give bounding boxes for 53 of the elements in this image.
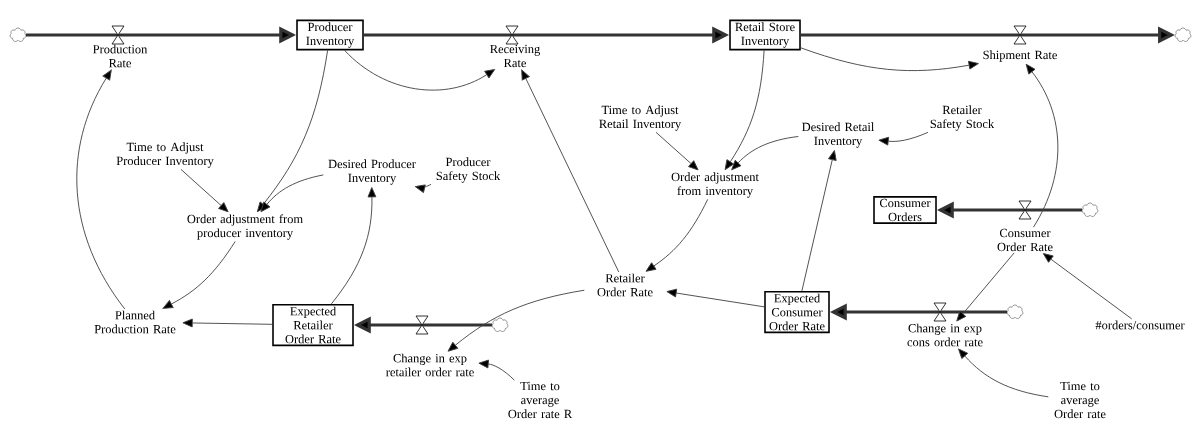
variable-label: Time to Adjust Retail Inventory <box>599 105 682 131</box>
arrow <box>800 47 979 72</box>
variable-label: Desired Producer Inventory <box>328 159 416 185</box>
arrow <box>878 131 929 146</box>
variable-label: Planned Production Rate <box>94 310 176 334</box>
arrow <box>956 252 1015 322</box>
arrow <box>666 288 765 308</box>
arrow <box>1042 253 1133 320</box>
variable-label: #orders/consumer <box>1095 320 1185 330</box>
arrow <box>180 168 229 213</box>
arrow <box>645 198 709 272</box>
cloud-symbol <box>491 317 509 332</box>
variable-label: Change in exp cons order rate <box>907 323 983 347</box>
arrow <box>260 174 324 213</box>
variable-label: Order adjustment from producer inventory <box>187 214 303 240</box>
arrow <box>731 136 799 171</box>
variable-label: Desired Retail Inventory <box>802 122 875 148</box>
cloud-symbol <box>1006 304 1024 319</box>
cloud-symbol <box>1174 27 1192 42</box>
arrow <box>182 318 273 328</box>
arrow <box>76 69 126 310</box>
arrow <box>162 240 236 309</box>
arrow <box>256 50 329 213</box>
arrow <box>655 131 699 171</box>
variable-label: Change in exp retailer order rate <box>386 353 474 377</box>
variable-label: Order adjustment from inventory <box>671 172 759 198</box>
variable-label: Retailer Safety Stock <box>930 105 995 131</box>
variable-label: Producer Safety Stock <box>436 157 501 183</box>
variable-label: Retailer Order Rate <box>597 273 653 297</box>
arrow <box>478 359 515 381</box>
stock-box: Retail Store Inventory <box>729 19 801 51</box>
variable-label: Production Rate <box>93 44 148 68</box>
arrow <box>344 50 496 91</box>
stock-box: Expected Retailer Order Rate <box>272 303 354 347</box>
arrow <box>724 50 765 171</box>
arrow <box>801 150 837 292</box>
variable-label: Time to Adjust Producer Inventory <box>116 142 214 168</box>
variable-label: Time to average Order rate R <box>508 381 573 419</box>
stock-box: Producer Inventory <box>296 19 364 51</box>
cloud-symbol <box>1081 202 1099 217</box>
arrow <box>521 69 620 273</box>
variable-label: Receiving Rate <box>490 44 540 68</box>
variable-label: Consumer Order Rate <box>997 228 1053 252</box>
variable-label: Shipment Rate <box>983 50 1057 62</box>
arrow <box>330 187 377 305</box>
arrow <box>447 289 585 352</box>
cloud-symbol <box>9 27 27 42</box>
stock-box: Consumer Orders <box>873 196 937 224</box>
arrow <box>958 348 1049 398</box>
stock-box: Expected Consumer Order Rate <box>764 290 830 334</box>
arrow <box>414 183 432 194</box>
variable-label: Time to average Order rate <box>1054 381 1106 419</box>
arrow <box>1025 63 1059 228</box>
